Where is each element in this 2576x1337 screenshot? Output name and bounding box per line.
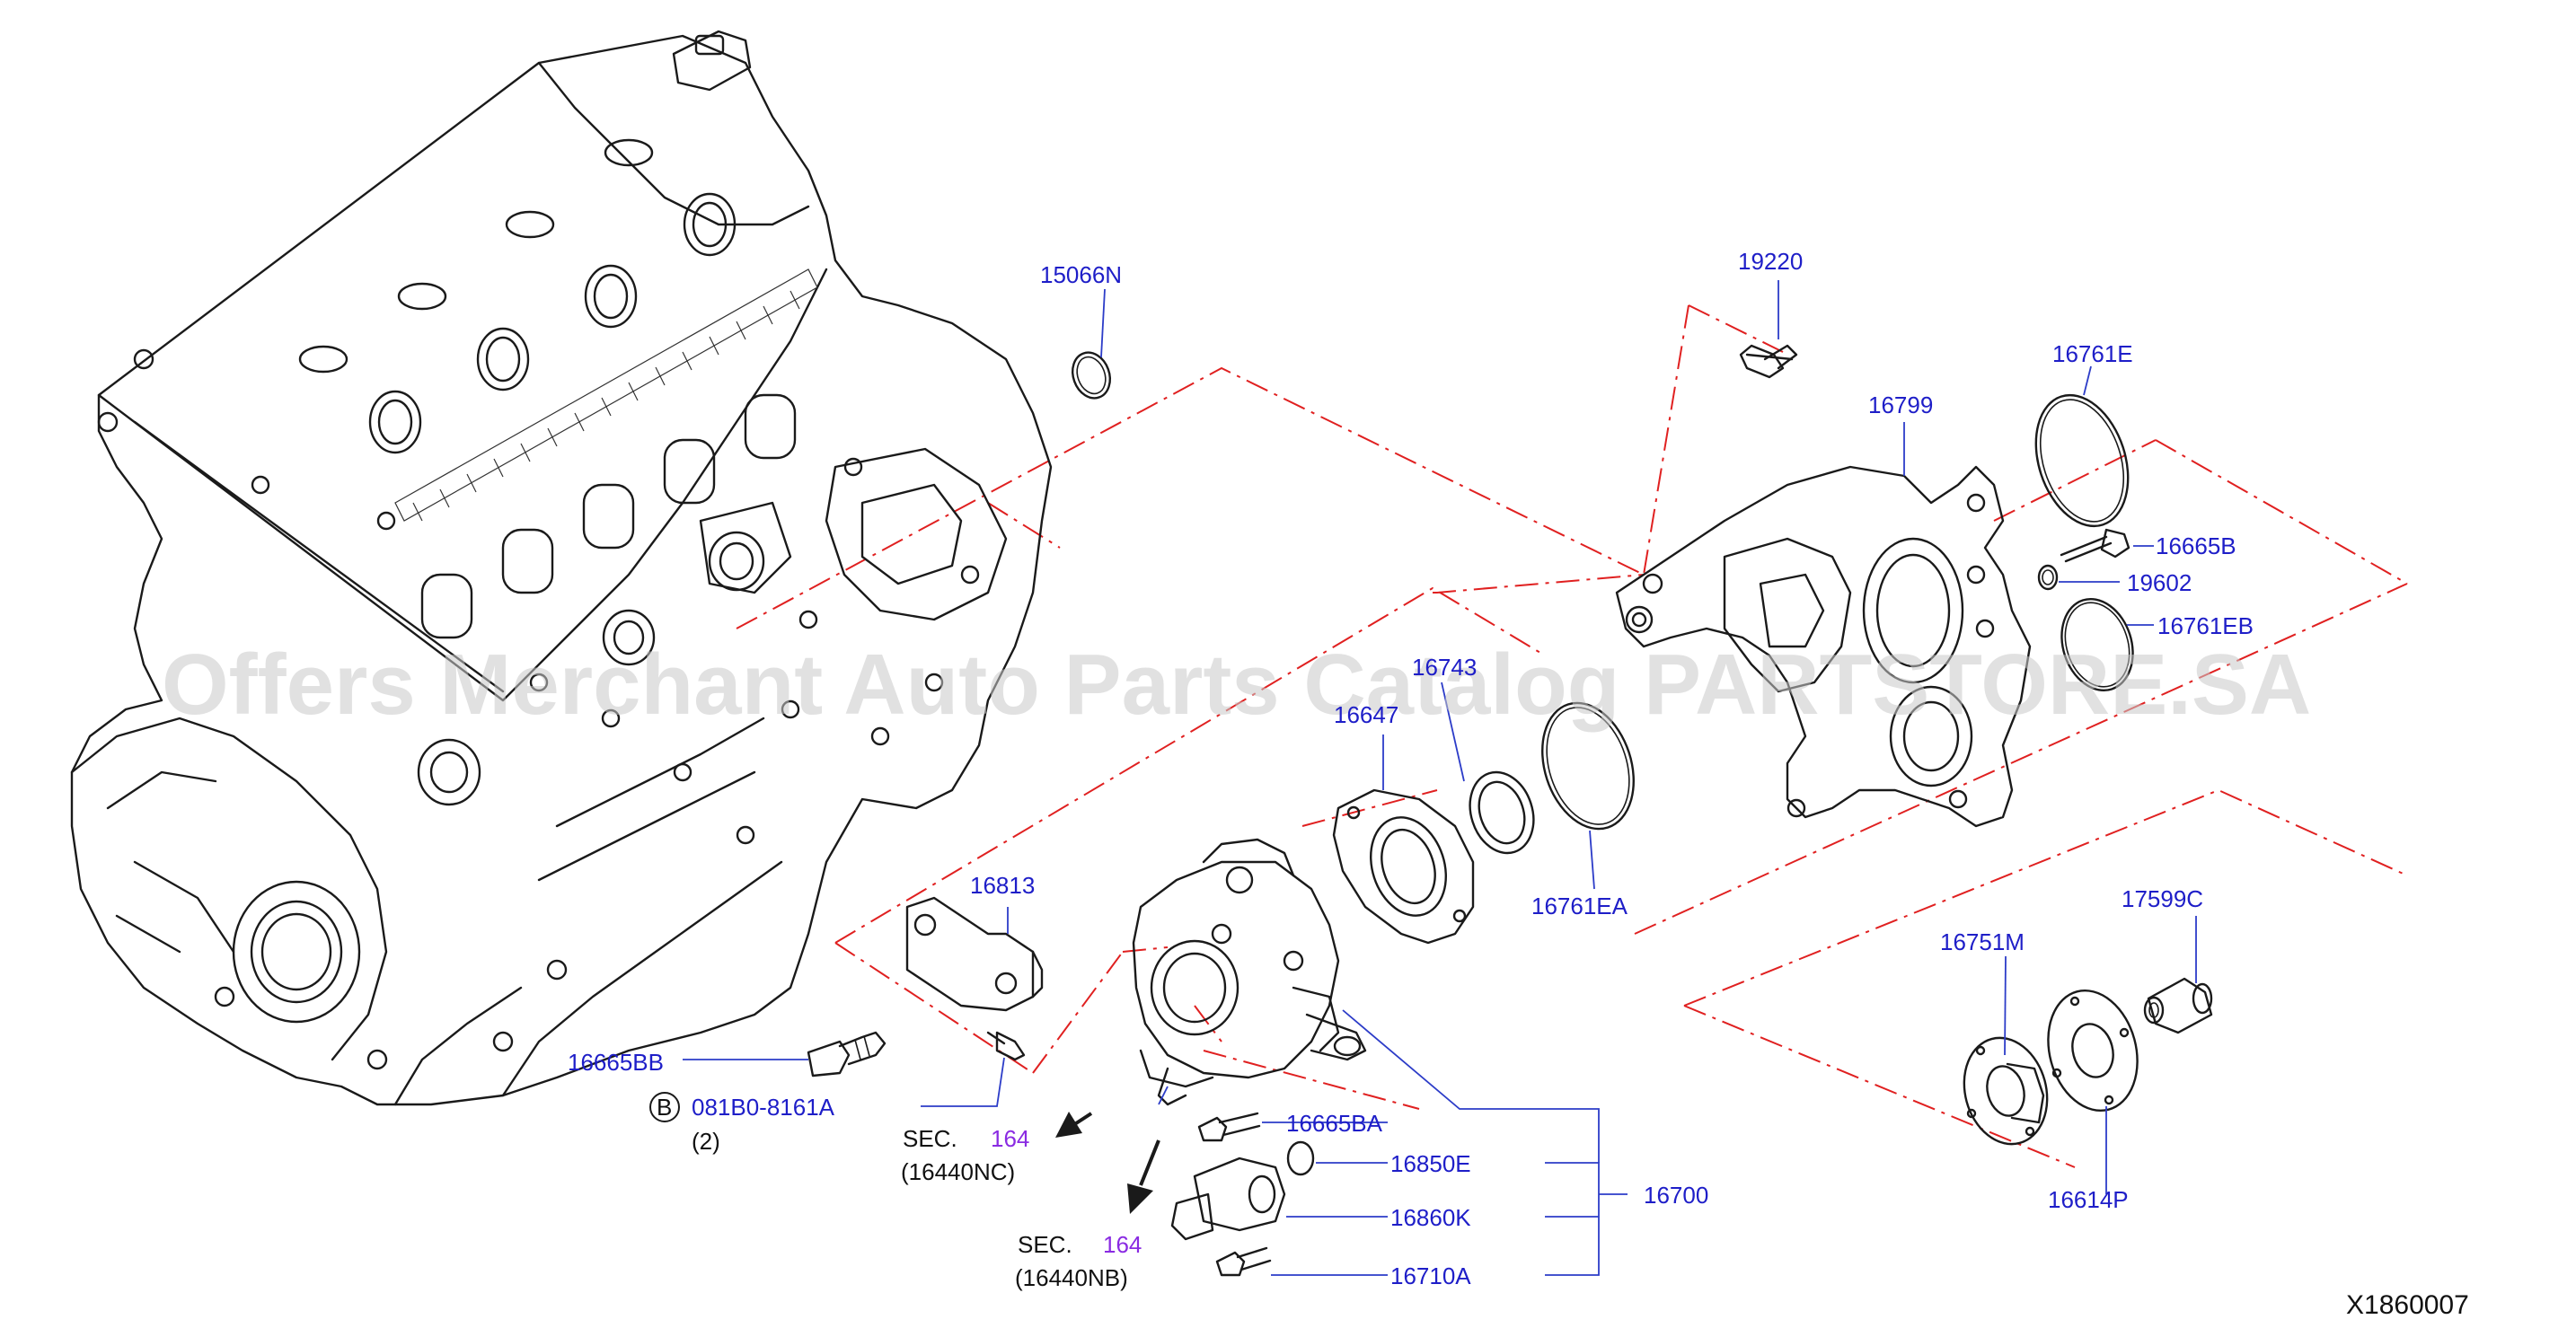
bolt-ref-qty: (2) [692, 1128, 720, 1155]
label-16751M[interactable]: 16751M [1940, 928, 2025, 955]
assembly-lines [736, 304, 2408, 1168]
arrow-sec-1-icon [1055, 1112, 1082, 1138]
label-16761EB[interactable]: 16761EB [2157, 612, 2254, 639]
bolt-reference: B 081B0-8161A (2) [649, 1092, 835, 1155]
bolt-19220 [1739, 344, 1798, 379]
label-16761EA[interactable]: 16761EA [1531, 893, 1628, 919]
leader-lines [683, 280, 2197, 1276]
label-16761E[interactable]: 16761E [2052, 340, 2133, 367]
bracket-16813 [905, 896, 1044, 1012]
washer-19602 [2037, 564, 2059, 591]
label-19220[interactable]: 19220 [1738, 248, 1803, 275]
label-16665BB[interactable]: 16665BB [568, 1049, 664, 1076]
label-081B0-8161A[interactable]: 081B0-8161A [692, 1094, 835, 1121]
engine-block [70, 30, 1053, 1106]
label-16860K[interactable]: 16860K [1390, 1204, 1471, 1231]
label-16743[interactable]: 16743 [1412, 654, 1477, 681]
solenoid-16860K [1170, 1157, 1286, 1241]
oring-16761EB [2060, 597, 2134, 692]
sec-2-number[interactable]: 164 [1103, 1231, 1142, 1258]
block-ports [417, 393, 797, 806]
bolt-ref-letter: B [657, 1094, 672, 1121]
head-gasket-hatch [394, 268, 818, 522]
flange-16647 [1332, 788, 1475, 945]
seal-16743 [1469, 770, 1535, 855]
section-arrows [1055, 1112, 1160, 1214]
oring-16850E [1286, 1140, 1315, 1176]
label-16614P[interactable]: 16614P [2048, 1186, 2129, 1213]
sec-1-prefix: SEC. [903, 1125, 957, 1152]
diagram-id: X1860007 [2346, 1290, 2469, 1320]
housing-16799 [1615, 465, 2032, 828]
watermark-text: Offers Merchant Auto Parts Catalog PARTS… [162, 637, 2311, 733]
spark-plug-wells [298, 138, 737, 454]
hub-16751M [1963, 1036, 2049, 1146]
label-16647[interactable]: 16647 [1334, 701, 1398, 728]
label-17599C[interactable]: 17599C [2122, 885, 2203, 912]
label-16850E[interactable]: 16850E [1390, 1150, 1471, 1177]
bolt-16710A [1215, 1246, 1272, 1277]
circle-b-icon [649, 1092, 680, 1122]
arrow-sec-2-icon [1127, 1183, 1153, 1214]
label-16799[interactable]: 16799 [1868, 391, 1933, 418]
oring-15066N [1072, 351, 1111, 400]
section-ref-1[interactable]: SEC. 164 (16440NC) [901, 1125, 1029, 1185]
bolt-081B0-8161A [986, 1031, 1026, 1061]
sec-2-sub: (16440NB) [1015, 1264, 1128, 1291]
label-16665B[interactable]: 16665B [2156, 532, 2236, 559]
oring-16761EA [1541, 701, 1635, 831]
section-ref-2[interactable]: SEC. 164 (16440NB) [1015, 1231, 1142, 1291]
block-bolts [97, 348, 980, 1070]
bolt-16665BA [1197, 1112, 1261, 1142]
sec-1-number[interactable]: 164 [991, 1125, 1029, 1152]
sec-1-sub: (16440NC) [901, 1158, 1015, 1185]
label-16813[interactable]: 16813 [970, 872, 1035, 899]
label-15066N[interactable]: 15066N [1040, 261, 1122, 288]
part-labels: 15066N 19220 16799 16761E 16665B 19602 1… [568, 248, 2254, 1289]
label-19602[interactable]: 19602 [2127, 569, 2192, 596]
label-16700[interactable]: 16700 [1644, 1182, 1708, 1209]
bolt-16665B [2060, 528, 2130, 563]
label-16665BA[interactable]: 16665BA [1286, 1110, 1383, 1137]
gasket-16614P [2047, 989, 2139, 1113]
coupling-17599C [2143, 977, 2213, 1034]
label-16710A[interactable]: 16710A [1390, 1262, 1471, 1289]
sec-2-prefix: SEC. [1018, 1231, 1072, 1258]
fuel-pump-16700 [1132, 838, 1367, 1106]
oring-16761E [2034, 393, 2130, 528]
bolt-16665BB [807, 1031, 887, 1078]
